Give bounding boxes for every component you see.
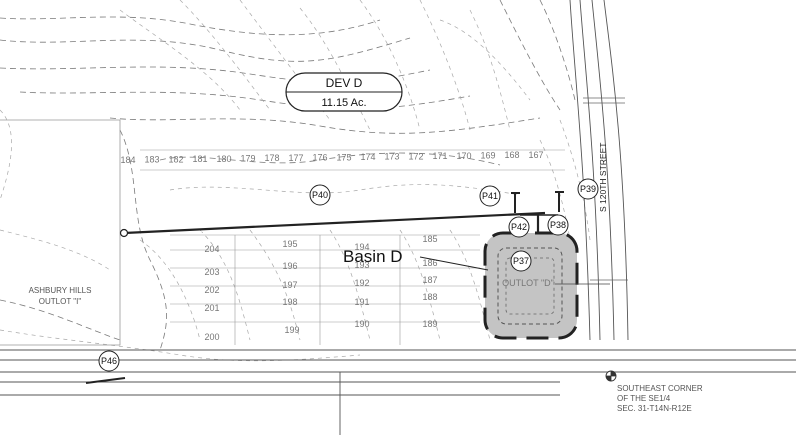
lot-number: 202: [204, 285, 219, 295]
lot-number: 187: [422, 275, 437, 285]
pipe-endpoint-marker: [119, 228, 129, 238]
corner-note-line3: SEC. 31-T14N-R12E: [617, 404, 692, 413]
lot-number: 188: [422, 292, 437, 302]
point-label: P38: [550, 220, 566, 230]
lot-number: 180: [216, 154, 231, 164]
point-p46: P46: [98, 350, 120, 372]
lot-numbers-mid-center: 195 196 197 198 199: [282, 239, 299, 335]
point-label: P46: [101, 356, 117, 366]
point-p42: P42: [508, 216, 530, 238]
lot-number: 196: [282, 261, 297, 271]
lot-number: 195: [282, 239, 297, 249]
lot-number: 174: [360, 152, 375, 162]
lot-number: 170: [456, 151, 471, 161]
lot-number: 198: [282, 297, 297, 307]
lot-number: 193: [354, 260, 369, 270]
basin-d: OUTLOT "D": [483, 231, 610, 340]
lot-number: 167: [528, 150, 543, 160]
s-120th-street: [569, 0, 629, 341]
lot-number: 175: [336, 152, 351, 162]
street-label: S 120TH STREET: [598, 143, 608, 212]
lot-number: 173: [384, 152, 399, 162]
lot-number: 178: [264, 153, 279, 163]
lot-numbers-mid-left: 204 203 202 201 200: [204, 244, 219, 342]
lot-numbers-mid-right: 185 186 187 188 189 190 191 192 193 194: [354, 234, 437, 329]
outlot-left-line2: OUTLOT "I": [39, 297, 82, 306]
corner-note-line1: SOUTHEAST CORNER: [617, 384, 703, 393]
lot-number: 186: [422, 258, 437, 268]
corner-note-line2: OF THE SE1/4: [617, 394, 671, 403]
lot-number: 185: [422, 234, 437, 244]
basin-d-label: Basin D: [343, 247, 403, 266]
lot-number: 200: [204, 332, 219, 342]
dev-d-label: DEV D 11.15 Ac.: [285, 72, 403, 112]
lot-number: 192: [354, 278, 369, 288]
lot-number: 171: [432, 151, 447, 161]
lot-number: 201: [204, 303, 219, 313]
point-p39: P39: [577, 178, 599, 200]
point-label: P40: [312, 190, 328, 200]
lot-number: 199: [284, 325, 299, 335]
basin-outlot-label: OUTLOT "D": [502, 278, 554, 288]
lot-number: 177: [288, 153, 303, 163]
outlot-left-line1: ASHBURY HILLS: [29, 286, 92, 295]
lot-number: 183: [144, 155, 159, 165]
point-label: P42: [511, 222, 527, 232]
lot-number: 176: [312, 153, 327, 163]
dev-d-name: DEV D: [326, 76, 363, 90]
left-outlot-boundary: [0, 119, 121, 346]
lot-number: 172: [408, 151, 423, 161]
lot-number: 182: [168, 154, 183, 164]
lot-number: 197: [282, 280, 297, 290]
point-label: P41: [482, 191, 498, 201]
lot-number: 168: [504, 150, 519, 160]
point-p38: P38: [547, 214, 569, 236]
lot-lines: [140, 149, 565, 345]
southeast-corner-marker: [605, 370, 617, 382]
point-label: P37: [513, 256, 529, 266]
lot-number: 203: [204, 267, 219, 277]
lot-number: 194: [354, 242, 369, 252]
lot-number: 189: [422, 319, 437, 329]
lot-number: 184: [120, 155, 135, 165]
lot-number: 169: [480, 151, 495, 161]
lot-numbers-top-row: 184 183 182 181 180 179 178 177 176 175 174 173 172 1…: [120, 150, 543, 165]
lot-number: 204: [204, 244, 219, 254]
lot-number: 179: [240, 154, 255, 164]
lot-number: 191: [354, 297, 369, 307]
point-p37: P37: [510, 250, 532, 272]
southern-roadway: [0, 349, 796, 435]
point-p40: P40: [309, 184, 331, 206]
point-label: P39: [580, 184, 596, 194]
basin-leader-line: [419, 256, 489, 271]
point-p41: P41: [479, 185, 501, 207]
lot-number: 181: [192, 154, 207, 164]
p46-segment: [85, 377, 126, 384]
lot-number: 190: [354, 319, 369, 329]
dev-d-area: 11.15 Ac.: [321, 97, 366, 109]
